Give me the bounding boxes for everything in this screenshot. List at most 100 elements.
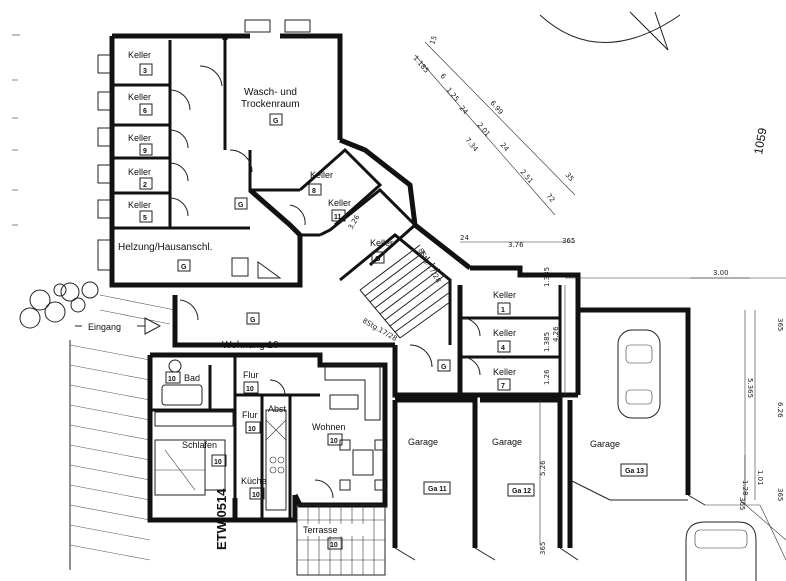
property-lines xyxy=(565,277,786,561)
stair-landing-code: G xyxy=(441,364,447,371)
dimension-texts: 15 1.185 6 1.25 24 6.99 2.01 24 7.34 2.5… xyxy=(347,35,784,555)
dim-365d: 365 xyxy=(776,488,784,501)
label-kueche: Küche xyxy=(241,476,267,486)
dim-526: 5.26 xyxy=(539,460,547,476)
dim-365b: 365 xyxy=(776,318,784,331)
car-icon xyxy=(617,329,661,419)
label-schlafen: Schlafen xyxy=(182,440,217,450)
terrace-grid xyxy=(296,504,386,576)
keller-2-number: 2 xyxy=(143,182,147,189)
keller-1-number: 1 xyxy=(501,307,505,314)
label-garage-2: Garage xyxy=(492,437,522,447)
dim-201: 2.01 xyxy=(475,121,491,138)
dim-35: 35 xyxy=(563,171,575,183)
door-swings xyxy=(169,65,481,499)
keller-8-number: 8 xyxy=(312,188,316,195)
dimension-lines xyxy=(414,41,756,545)
stair-label-1: 8Stg.17/28 xyxy=(416,247,442,284)
label-terrasse: Terrasse xyxy=(303,525,338,535)
label-flur-2: Flur xyxy=(242,410,258,420)
dim-734: 7.34 xyxy=(463,136,479,154)
label-wohnung: Wohnung 10 xyxy=(222,340,279,351)
flur-2-code: 10 xyxy=(248,426,256,433)
keller-dividers xyxy=(112,40,250,230)
label-keller-g: Keller xyxy=(370,238,393,248)
side-mark: 1059 xyxy=(751,126,769,155)
trees xyxy=(19,281,99,329)
garage-1-code: Ga 11 xyxy=(428,486,447,493)
keller-g-code: G xyxy=(375,256,381,263)
label-wasch-1: Wasch- und xyxy=(244,87,297,98)
label-keller-11: Keller xyxy=(328,198,351,208)
label-keller-2: Keller xyxy=(128,167,151,177)
dim-1385b: 1.385 xyxy=(543,332,551,352)
dim-72: 72 xyxy=(544,192,556,204)
keller-9-number: 9 xyxy=(143,148,147,155)
dim-376: 3.76 xyxy=(508,241,524,249)
label-keller-7: Keller xyxy=(493,367,516,377)
basement-walls xyxy=(109,33,581,398)
dim-125: 1.25 xyxy=(444,86,460,103)
label-flur-1: Flur xyxy=(243,370,259,380)
dim-365c: 365 xyxy=(539,542,547,555)
label-garage-3: Garage xyxy=(590,439,620,449)
label-bad: Bad xyxy=(184,373,200,383)
dim-6: 6 xyxy=(438,72,447,81)
keller-6-number: 6 xyxy=(143,108,147,115)
garage-diag-edges xyxy=(394,479,706,561)
keller-5-number: 5 xyxy=(143,215,147,222)
dim-365e: 365 xyxy=(738,497,746,510)
label-etw: ETW 0514 xyxy=(214,488,229,550)
label-abst: Abst xyxy=(268,404,287,414)
dim-101: 1.01 xyxy=(756,470,764,486)
label-eingang: Eingang xyxy=(88,322,121,332)
dim-126: 1.26 xyxy=(543,369,551,385)
ramp-hatch xyxy=(69,294,176,570)
keller-4-number: 4 xyxy=(501,345,505,352)
center-inner-walls xyxy=(248,147,452,345)
keller-11-number: 11 xyxy=(334,214,342,221)
terrasse-code: 10 xyxy=(330,542,338,549)
dim-699: 6.99 xyxy=(488,99,504,116)
dim-251: 2.51 xyxy=(518,168,534,185)
dim-24c: 24 xyxy=(460,234,469,242)
label-keller-6: Keller xyxy=(128,92,151,102)
furniture xyxy=(154,359,386,511)
main-corridor-code: G xyxy=(250,317,256,324)
dim-1185: 1.185 xyxy=(411,54,430,74)
garage-walls xyxy=(392,305,691,548)
keller-7-number: 7 xyxy=(501,383,505,390)
wohnen-code: 10 xyxy=(330,438,338,445)
flur-1-code: 10 xyxy=(246,386,254,393)
window-marks-left xyxy=(97,19,311,271)
garage-2-code: Ga 12 xyxy=(512,488,531,495)
schlafen-code: 10 xyxy=(214,459,222,466)
corner-marks xyxy=(12,34,20,226)
kueche-code: 10 xyxy=(252,492,260,499)
heizung-code: G xyxy=(181,264,187,271)
dim-365a: 365 xyxy=(562,237,575,245)
dim-1385: 1.385 xyxy=(543,267,551,287)
label-keller-8: Keller xyxy=(310,170,333,180)
label-heizung: Helzung/Hausanschl. xyxy=(118,242,213,253)
corridor-code: G xyxy=(238,202,244,209)
dim-5365: 5.365 xyxy=(746,378,754,398)
car-icon-2 xyxy=(685,521,757,581)
staircase xyxy=(359,244,451,339)
label-keller-3: Keller xyxy=(128,50,151,60)
dim-15: 15 xyxy=(428,35,439,46)
dim-128: 1.28 xyxy=(741,480,749,496)
label-wohnen: Wohnen xyxy=(312,422,345,432)
label-garage-1: Garage xyxy=(408,437,438,447)
north-arc xyxy=(539,11,681,51)
dim-24b: 24 xyxy=(498,141,510,153)
dim-426: 4.26 xyxy=(552,326,560,342)
dim-626: 6.26 xyxy=(776,402,784,418)
dim-300: 3.00 xyxy=(713,269,729,277)
label-keller-1: Keller xyxy=(493,290,516,300)
label-keller-4: Keller xyxy=(493,328,516,338)
label-wasch-2: Trockenraum xyxy=(241,99,300,110)
label-keller-9: Keller xyxy=(128,133,151,143)
keller-3-number: 3 xyxy=(143,68,147,75)
